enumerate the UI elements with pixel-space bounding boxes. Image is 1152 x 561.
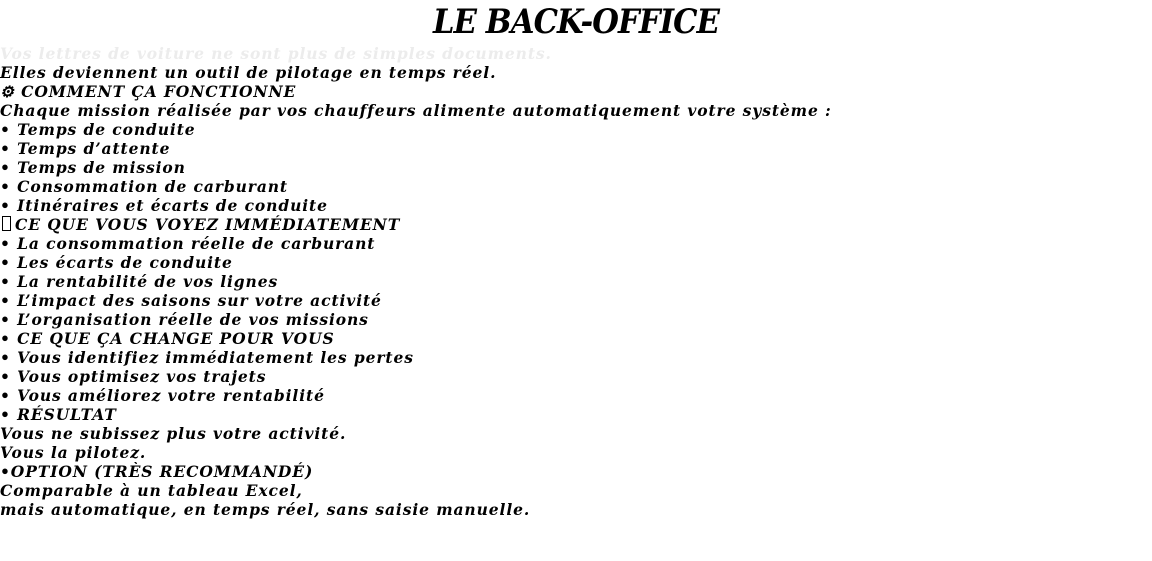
what-you-see-heading-row: CE QUE VOUS VOYEZ IMMÉDIATEMENT <box>0 215 1152 234</box>
list-item: • La rentabilité de vos lignes <box>0 272 279 291</box>
list-item: • Temps d’attente <box>0 139 171 158</box>
what-you-see-heading: CE QUE VOUS VOYEZ IMMÉDIATEMENT <box>15 215 401 234</box>
missing-glyph-icon <box>2 216 11 231</box>
intro-line: Elles deviennent un outil de pilotage en… <box>0 63 497 82</box>
list-item: • Les écarts de conduite <box>0 253 233 272</box>
what-changes-heading: • CE QUE ÇA CHANGE POUR VOUS <box>0 329 335 348</box>
list-item: • L’impact des saisons sur votre activit… <box>0 291 382 310</box>
list-item: • Vous identifiez immédiatement les pert… <box>0 348 414 367</box>
result-line: Vous ne subissez plus votre activité. <box>0 424 347 443</box>
intro-faded-line: Vos lettres de voiture ne sont plus de s… <box>0 44 552 63</box>
list-item: • Consommation de carburant <box>0 177 288 196</box>
option-line: Comparable à un tableau Excel, <box>0 481 303 500</box>
list-item: • Vous optimisez vos trajets <box>0 367 267 386</box>
how-it-works-heading-row: ⚙ COMMENT ÇA FONCTIONNE <box>0 82 1152 101</box>
result-heading: • RÉSULTAT <box>0 405 117 424</box>
list-item: • Temps de conduite <box>0 120 196 139</box>
document-body: Vos lettres de voiture ne sont plus de s… <box>0 44 1152 519</box>
list-item: • Temps de mission <box>0 158 186 177</box>
page-title: LE BACK-OFFICE <box>432 2 720 42</box>
list-item: • La consommation réelle de carburant <box>0 234 376 253</box>
option-line: mais automatique, en temps réel, sans sa… <box>0 500 531 519</box>
list-item: • L’organisation réelle de vos missions <box>0 310 369 329</box>
how-it-works-heading: COMMENT ÇA FONCTIONNE <box>21 82 297 101</box>
list-item: • Vous améliorez votre rentabilité <box>0 386 325 405</box>
how-it-works-lead: Chaque mission réalisée par vos chauffeu… <box>0 101 832 120</box>
list-item: • Itinéraires et écarts de conduite <box>0 196 328 215</box>
gear-icon: ⚙ <box>0 82 15 101</box>
result-line: Vous la pilotez. <box>0 443 147 462</box>
option-heading: •OPTION (TRÈS RECOMMANDÉ) <box>0 462 314 481</box>
